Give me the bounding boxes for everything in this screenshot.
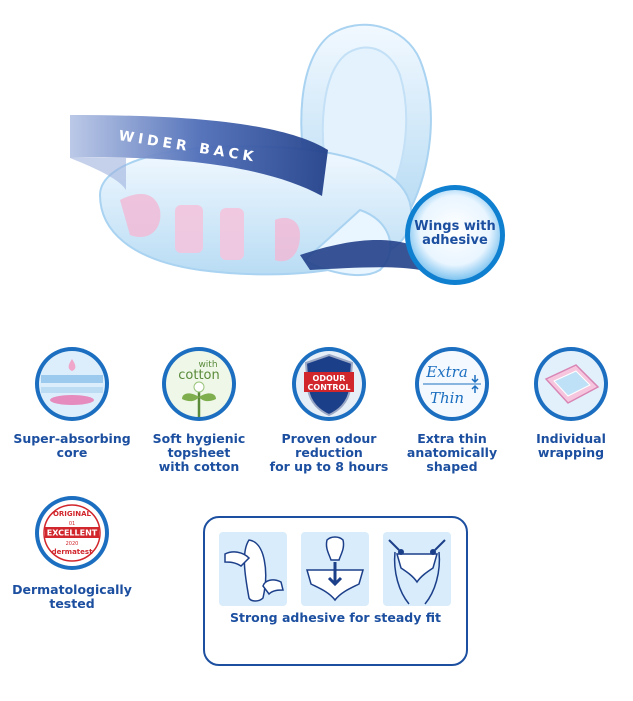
wearing-underwear-icon [383,532,451,606]
svg-text:2020: 2020 [66,541,79,547]
pad-in-underwear-icon [301,532,369,606]
wings-badge-line-1: Wings with [414,219,496,234]
svg-text:cotton: cotton [178,368,220,383]
wrapper-icon [534,347,608,421]
wings-badge-text: Wings with adhesive [411,220,499,248]
svg-text:ODOUR: ODOUR [313,374,346,383]
steady-fit-box: Strong adhesive for steady fit [203,516,468,666]
svg-text:CONTROL: CONTROL [308,383,351,392]
dermatest-seal-icon: ORIGINAL 01 EXCELLENT 2020 dermatest [35,496,109,570]
svg-text:with: with [198,360,217,370]
svg-text:01: 01 [69,521,75,527]
wings-badge-line-2: adhesive [422,233,488,248]
extra-thin-icon: Extra Thin [415,347,489,421]
svg-text:Thin: Thin [430,389,464,407]
hands-applying-pad-icon [219,532,287,606]
odour-shield-icon: ODOUR CONTROL [292,347,366,421]
absorbing-core-icon [35,347,109,421]
pad-illustration [70,23,505,285]
svg-text:ORIGINAL: ORIGINAL [53,510,92,518]
cotton-plant-icon: with cotton [162,347,236,421]
svg-text:dermatest: dermatest [52,548,93,556]
svg-text:Extra: Extra [425,363,468,381]
steady-fit-caption: Strong adhesive for steady fit [230,610,441,625]
svg-text:EXCELLENT: EXCELLENT [47,529,98,538]
